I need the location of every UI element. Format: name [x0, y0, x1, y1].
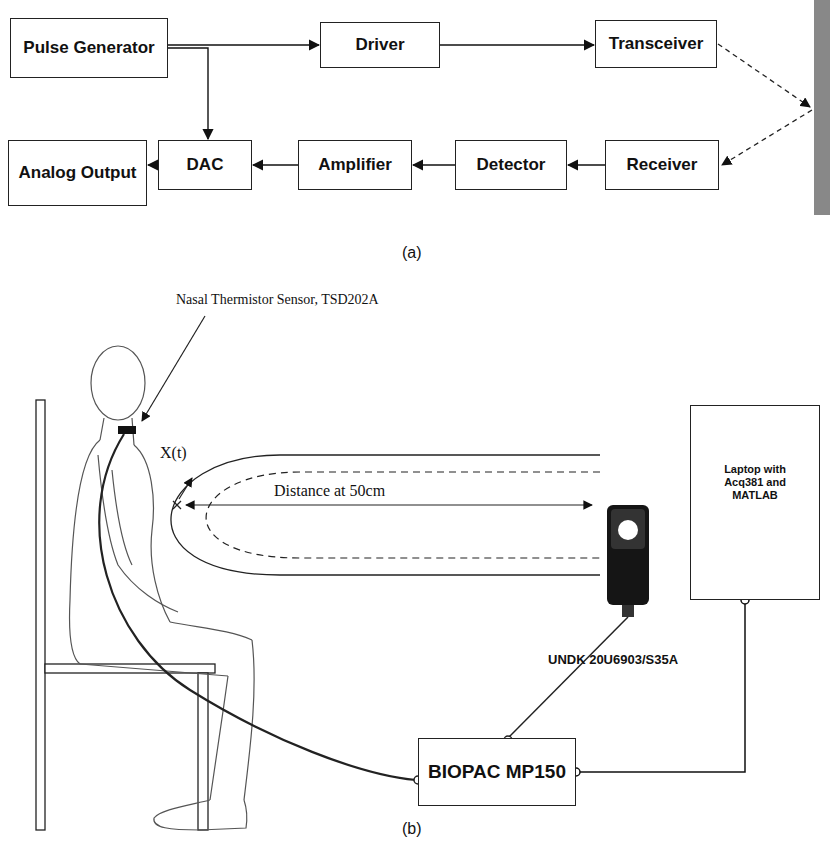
seated-person	[69, 346, 254, 830]
beam-outer	[171, 455, 600, 575]
daq-box: BIOPAC MP150	[418, 738, 576, 806]
laptop-box: Laptop with Acq381 and MATLAB	[690, 405, 820, 600]
connector	[168, 44, 319, 45]
node-text: Pulse Generator	[23, 38, 154, 58]
connector	[413, 164, 455, 165]
node-text: Amplifier	[318, 155, 392, 175]
part-label: UNDK 20U6903/S35A	[548, 652, 678, 667]
beam-inner	[206, 472, 600, 558]
receiver-box: Receiver	[605, 140, 719, 190]
panel-label: (a)	[402, 244, 422, 262]
connector	[253, 164, 298, 165]
connector	[576, 600, 745, 772]
node-text: Transceiver	[609, 34, 704, 54]
node-text: BIOPAC MP150	[428, 761, 566, 784]
ultrasonic-sensor	[607, 505, 649, 617]
dimension-label: Distance at 50cm	[274, 482, 385, 500]
pulse-generator-box: Pulse Generator	[10, 18, 168, 78]
node-text: Analog Output	[18, 163, 136, 183]
node-text: Laptop with Acq381 and MATLAB	[709, 463, 801, 503]
signal-label: X(t)	[160, 444, 187, 462]
transmit-beam	[718, 44, 810, 107]
transceiver-box: Transceiver	[595, 20, 717, 68]
node-text: DAC	[187, 155, 224, 175]
sensor-label: Nasal Thermistor Sensor, TSD202A	[176, 292, 379, 308]
connector	[148, 164, 158, 165]
node-text: Driver	[355, 35, 404, 55]
reflector-wall	[814, 0, 830, 215]
nasal-thermistor	[118, 426, 136, 434]
thermistor-leader	[142, 316, 205, 421]
sensor-cable	[508, 617, 628, 738]
dac-box: DAC	[158, 140, 252, 190]
detector-box: Detector	[455, 140, 567, 190]
xt-leader	[179, 478, 192, 499]
connector	[568, 164, 605, 165]
chest-mark	[173, 501, 181, 509]
driver-box: Driver	[320, 22, 440, 68]
panel-label: (b)	[402, 820, 422, 838]
reflect-beam	[722, 110, 812, 165]
analog-output-box: Analog Output	[8, 140, 147, 206]
connector	[440, 44, 594, 45]
distance-arrow	[186, 504, 592, 505]
node-text: Receiver	[627, 155, 698, 175]
chair-back	[36, 400, 45, 830]
node-text: Detector	[477, 155, 546, 175]
amplifier-box: Amplifier	[298, 140, 412, 190]
connector	[168, 48, 208, 139]
thermistor-cable	[99, 434, 416, 780]
